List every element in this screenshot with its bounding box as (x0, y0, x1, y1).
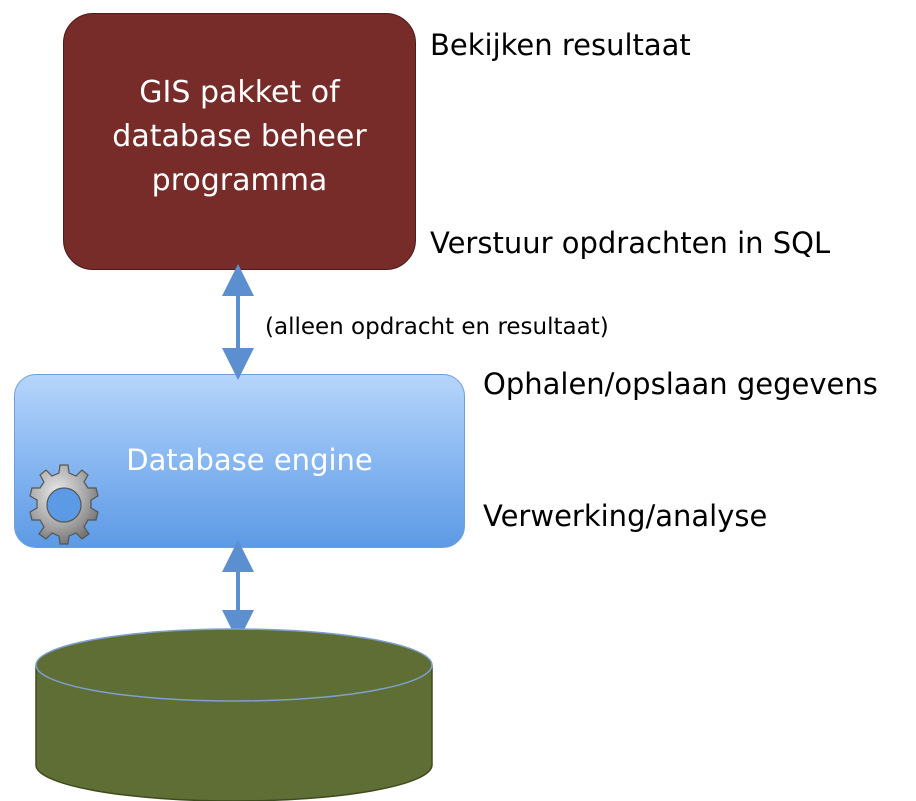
processing-label: Verwerking/analyse (483, 499, 768, 533)
gis-package-label: GIS pakket of database beheer programma (112, 74, 367, 198)
gis-package-box: GIS pakket of database beheer programma (63, 13, 416, 270)
gear-icon (29, 464, 99, 545)
send-sql-label: Verstuur opdrachten in SQL (430, 226, 831, 260)
fetch-store-label: Ophalen/opslaan gegevens (483, 367, 878, 401)
database-engine-label: Database engine (126, 443, 373, 477)
view-result-label: Bekijken resultaat (430, 28, 691, 62)
connection-note: (alleen opdracht en resultaat) (265, 314, 609, 340)
database-cylinder (35, 628, 433, 801)
